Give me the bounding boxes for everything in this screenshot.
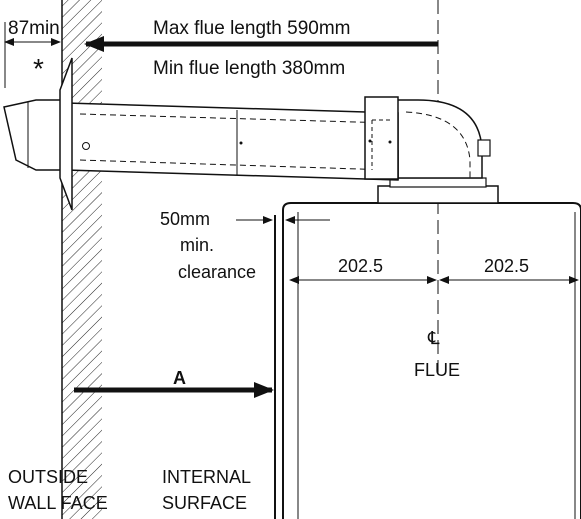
label-clearance-value: 50mm	[160, 209, 210, 229]
flue-terminal	[3, 57, 73, 211]
label-internal-surface-2: SURFACE	[162, 493, 247, 513]
label-outside-wall-1: OUTSIDE	[8, 467, 88, 487]
label-flue: FLUE	[414, 360, 460, 380]
label-min-flue-length: Min flue length 380mm	[153, 58, 345, 79]
label-distance-a: A	[173, 368, 186, 388]
label-asterisk: *	[33, 53, 44, 84]
flue-elbow	[395, 99, 491, 179]
label-dim-left: 202.5	[338, 256, 383, 276]
dim-87min	[4, 22, 61, 88]
label-outside-wall-2: WALL FACE	[8, 493, 108, 513]
flue-outlet-base	[377, 177, 499, 204]
label-max-flue-length: Max flue length 590mm	[153, 18, 351, 39]
label-clearance-word: clearance	[178, 262, 256, 282]
label-87min: 87min	[8, 18, 60, 39]
label-internal-surface-1: INTERNAL	[162, 467, 251, 487]
label-dim-right: 202.5	[484, 256, 529, 276]
label-centreline-symbol: ℄	[427, 328, 440, 348]
flue-pipe	[65, 96, 399, 181]
label-clearance-min: min.	[180, 235, 214, 255]
